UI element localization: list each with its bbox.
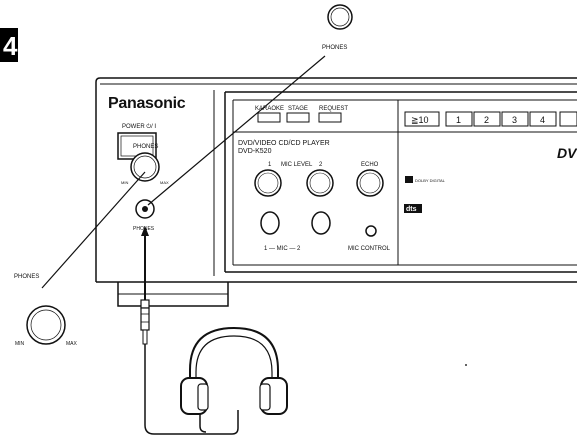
left-knob-min: MIN <box>15 341 25 347</box>
dvd-logo-text: DV <box>557 145 577 161</box>
phones-knob-label: PHONES <box>133 144 158 150</box>
mic-level-2: 2 <box>319 162 323 168</box>
stage-button[interactable]: STAGE <box>286 106 310 123</box>
request-label: REQUEST <box>319 106 348 112</box>
headphones-icon <box>180 326 288 433</box>
left-phones-label: PHONES <box>14 274 39 280</box>
mic-jacks-label: 1 — MIC — 2 <box>264 246 301 252</box>
phones-jack[interactable]: PHONES <box>133 199 155 232</box>
number-key-2-label: 2 <box>484 115 489 125</box>
number-key-4[interactable]: 4 <box>529 111 557 127</box>
mic-level-1-knob[interactable] <box>254 169 282 197</box>
dolby-digital-text: DOLBY DIGITAL <box>415 178 446 183</box>
mic-level-1-num: 1 <box>268 162 272 168</box>
knob-min-label: MIN <box>121 180 128 185</box>
headphone-cable <box>144 344 239 435</box>
mic-level-label: MIC LEVEL <box>281 162 313 168</box>
phones-volume-knob[interactable]: PHONES MIN MAX <box>121 144 169 185</box>
plus10-label: ≧10 <box>411 115 429 125</box>
knob-max-label: MAX <box>160 180 169 185</box>
top-phones-callout: PHONES <box>147 4 353 206</box>
power-label: POWER ⏻/ I <box>122 123 156 130</box>
left-phones-callout: PHONES MIN MAX <box>14 171 146 347</box>
karaoke-button[interactable]: KARAOKE <box>255 106 284 123</box>
mic-control-label: MIC CONTROL <box>348 246 391 252</box>
brand-logo: Panasonic <box>108 95 186 112</box>
dolby-digital-logo: DOLBY DIGITAL <box>405 176 446 183</box>
stray-mark <box>465 364 467 366</box>
dvd-player-body <box>95 77 577 307</box>
top-phones-label: PHONES <box>322 45 347 51</box>
mic-level-2-knob[interactable] <box>306 169 334 197</box>
top-callout-leader <box>147 55 326 206</box>
number-key-3-label: 3 <box>512 115 517 125</box>
dts-logo: dts <box>404 204 422 213</box>
number-key-4-label: 4 <box>540 115 545 125</box>
number-key-2[interactable]: 2 <box>473 111 501 127</box>
model-line-2: DVD-K520 <box>238 148 272 155</box>
left-knob-max: MAX <box>66 341 78 347</box>
step-number: 4 <box>3 31 18 61</box>
plus10-button[interactable]: ≧10 <box>404 111 440 127</box>
number-key-3[interactable]: 3 <box>501 111 529 127</box>
model-line-1: DVD/VIDEO CD/CD PLAYER <box>238 140 330 147</box>
headphone-plug <box>140 226 150 345</box>
left-callout-leader <box>41 171 146 289</box>
mic-jack-2[interactable] <box>311 211 331 235</box>
number-key-partial[interactable] <box>559 111 577 127</box>
stage-label: STAGE <box>288 106 308 112</box>
echo-label: ECHO <box>361 162 379 168</box>
mic-jack-1[interactable] <box>260 211 280 235</box>
number-key-1-label: 1 <box>456 115 461 125</box>
mic-control-button[interactable] <box>365 225 377 237</box>
volume-knob-icon <box>26 305 66 345</box>
number-key-1[interactable]: 1 <box>445 111 473 127</box>
power-button[interactable]: POWER ⏻/ I <box>117 123 157 160</box>
request-button[interactable]: REQUEST <box>318 106 348 123</box>
echo-knob[interactable] <box>356 169 384 197</box>
dts-text: dts <box>406 206 417 213</box>
dvd-logo: DV <box>557 145 577 161</box>
karaoke-label: KARAOKE <box>255 106 284 112</box>
step-marker: 4 <box>0 28 18 62</box>
